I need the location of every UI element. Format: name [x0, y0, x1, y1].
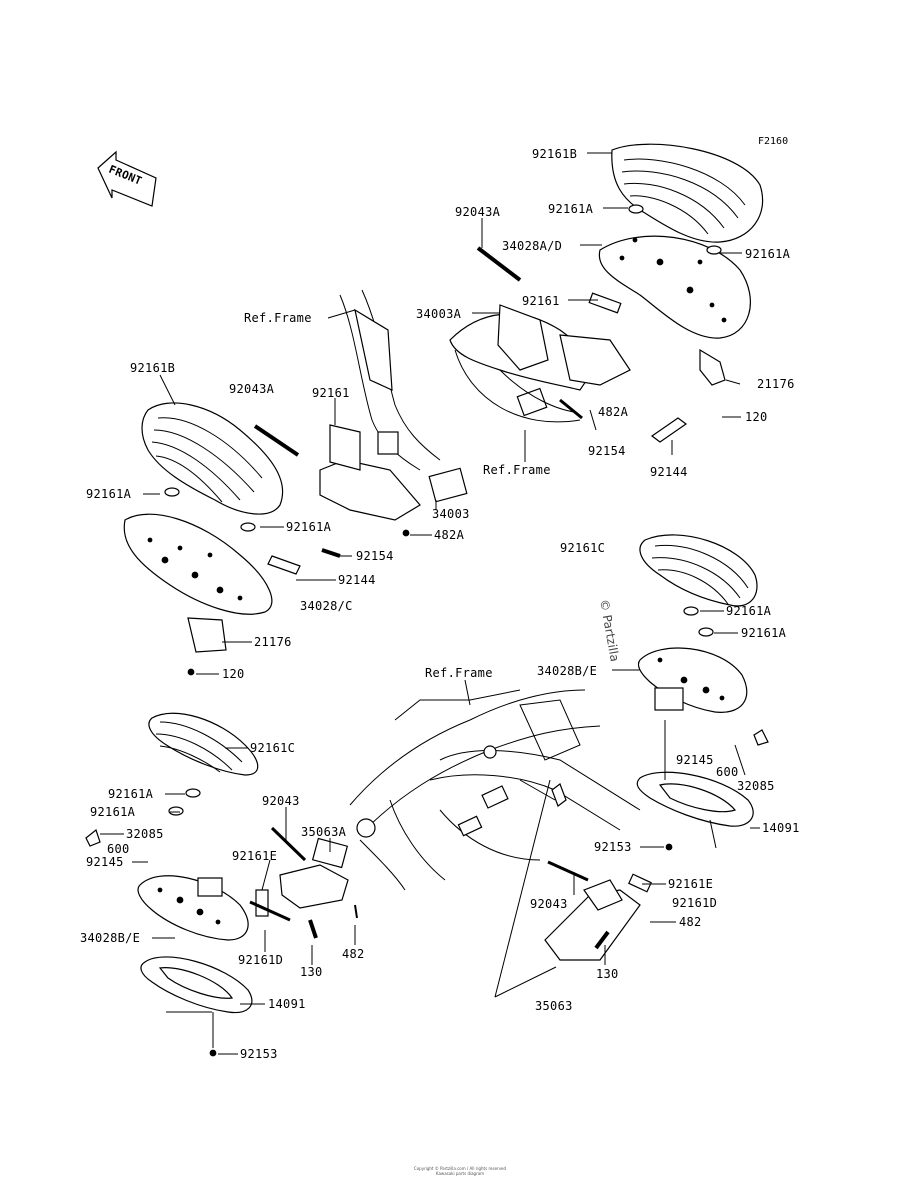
part-label: 92161E — [668, 877, 713, 891]
leader-lines — [100, 152, 760, 1055]
grommet-icon — [164, 487, 180, 497]
part-label: 14091 — [762, 821, 800, 835]
part-label: 92161A — [726, 604, 772, 618]
part-label: 34028/C — [300, 599, 353, 613]
part-label: 92161B — [532, 147, 577, 161]
part-label: 130 — [596, 967, 619, 981]
part-label: 34003A — [416, 307, 462, 321]
part-label: 32085 — [126, 827, 164, 841]
part-label: 92161C — [560, 541, 605, 555]
footboard-lower-left — [148, 712, 259, 776]
part-label: 120 — [745, 410, 768, 424]
part-label: 34028A/D — [502, 239, 562, 253]
part-labels: 92161B 92161A 92043A 34028A/D 92161A 921… — [80, 147, 800, 1061]
watermark: © Partzilla — [597, 598, 622, 663]
part-label: 35063 — [535, 999, 573, 1013]
part-label: 92161D — [672, 896, 717, 910]
footboard-bracket-lower-left — [137, 875, 249, 941]
part-label: 92161C — [250, 741, 295, 755]
part-label: 92144 — [650, 465, 688, 479]
part-label: 482 — [679, 915, 702, 929]
grommet-icon — [240, 522, 256, 532]
part-label: 34003 — [432, 507, 470, 521]
part-label: 130 — [300, 965, 323, 979]
part-label: 14091 — [268, 997, 306, 1011]
part-label: 92161A — [108, 787, 154, 801]
grommet-icon — [168, 806, 184, 816]
clip-92144 — [650, 417, 688, 443]
bracket-34003a — [449, 292, 631, 417]
part-label: 92043 — [262, 794, 300, 808]
part-label: 92161 — [312, 386, 350, 400]
part-label: 92161A — [741, 626, 787, 640]
part-label: 92043A — [229, 382, 275, 396]
grommet-icon — [706, 245, 722, 255]
part-label: 35063A — [301, 825, 347, 839]
part-label: 32085 — [737, 779, 775, 793]
part-label: Ref.Frame — [425, 666, 493, 680]
part-label: Ref.Frame — [483, 463, 551, 477]
footer-line: Copyright © Partzilla.com / All rights r… — [413, 1166, 507, 1171]
part-label: 92153 — [594, 840, 632, 854]
part-label: Ref.Frame — [244, 311, 312, 325]
riser-block-lower — [197, 877, 223, 897]
frame-upper — [454, 349, 581, 423]
part-label: 92145 — [676, 753, 714, 767]
grommet-icon — [683, 606, 699, 616]
grommet-icon — [628, 204, 644, 214]
part-label: 482A — [434, 528, 465, 542]
clip-center — [551, 783, 567, 807]
part-label: 92161A — [86, 487, 132, 501]
part-label: 120 — [222, 667, 245, 681]
grommet-icon — [185, 788, 201, 798]
part-label: 92144 — [338, 573, 376, 587]
part-label: 600 — [107, 842, 130, 856]
figure-code: F2160 — [758, 136, 789, 147]
footboard-mid-right — [639, 534, 758, 607]
part-label: 92161B — [130, 361, 175, 375]
clip-92144-left — [267, 555, 301, 575]
footer: Copyright © Partzilla.com / All rights r… — [300, 1166, 620, 1176]
part-label: 92145 — [86, 855, 124, 869]
frame-tube-center — [339, 289, 441, 471]
front-arrow-icon: FRONT — [97, 150, 157, 207]
clip-32085-right — [753, 729, 769, 746]
part-label: 482A — [598, 405, 629, 419]
clip-32085-left — [85, 828, 101, 847]
part-label: 92154 — [356, 549, 394, 563]
part-label: 92161A — [90, 805, 136, 819]
part-label: 21176 — [757, 377, 795, 391]
grommet-icon — [698, 627, 714, 637]
footboard-bracket-top-left — [123, 513, 273, 615]
part-label: 92043A — [455, 205, 501, 219]
part-label: 482 — [342, 947, 365, 961]
part-label: 600 — [716, 765, 739, 779]
part-label: 92161A — [286, 520, 332, 534]
bracket-35063 — [544, 873, 652, 961]
bracket-34003 — [319, 424, 468, 521]
part-label: 92154 — [588, 444, 626, 458]
part-label: 34028B/E — [80, 931, 140, 945]
footer-line: Kawasaki parts diagram — [435, 1171, 485, 1176]
footboard-bracket-top-right — [598, 235, 751, 339]
part-label: 92161D — [238, 953, 283, 967]
part-label: 34028B/E — [537, 664, 597, 678]
bracket-21176-left — [187, 617, 227, 653]
footboard-top-right — [611, 143, 764, 243]
footboard-top-left — [141, 402, 284, 515]
part-label: 92043 — [530, 897, 568, 911]
mat-14091-right — [636, 771, 754, 827]
part-label: 92161 — [522, 294, 560, 308]
riser-block — [654, 687, 684, 711]
bracket-21176 — [699, 348, 726, 386]
part-label: 92161A — [548, 202, 594, 216]
part-label: 92161E — [232, 849, 277, 863]
frame-lower-center — [349, 689, 641, 891]
part-label: 92153 — [240, 1047, 278, 1061]
part-label: 21176 — [254, 635, 292, 649]
mat-14091-left — [140, 956, 253, 1014]
footboard-bracket-mid-right — [637, 647, 748, 713]
part-label: 92161A — [745, 247, 791, 261]
